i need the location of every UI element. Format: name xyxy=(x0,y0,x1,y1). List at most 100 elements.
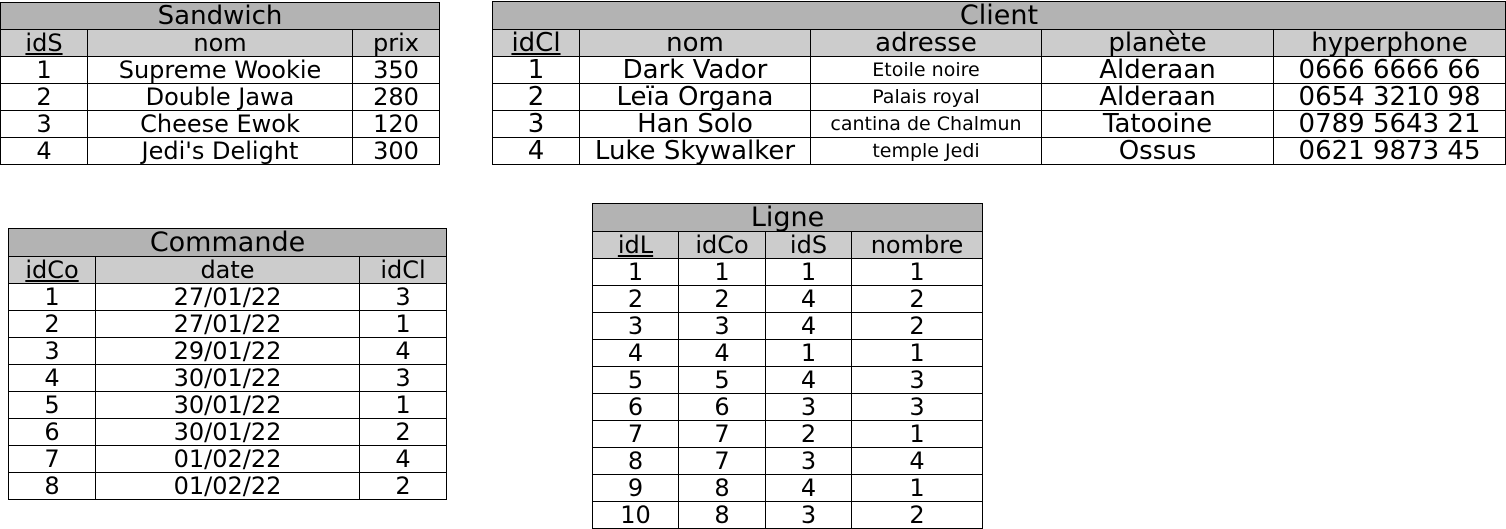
table-cell: Luke Skywalker xyxy=(579,137,811,165)
column-header: nom xyxy=(87,29,353,57)
table-cell: 27/01/22 xyxy=(95,283,360,311)
table-cell: 2 xyxy=(678,285,766,313)
table-cell: 29/01/22 xyxy=(95,337,360,365)
table-cell: cantina de Chalmun xyxy=(810,110,1042,138)
table-cell: 0621 9873 45 xyxy=(1272,137,1506,165)
table-cell: 4 xyxy=(765,366,852,394)
table-cell: Han Solo xyxy=(579,110,811,138)
column-header: nombre xyxy=(850,231,984,259)
table-cell: 4 xyxy=(765,312,852,340)
table-cell: Etoile noire xyxy=(810,56,1042,84)
table-cell: 6 xyxy=(678,393,766,421)
table-cell: 3 xyxy=(765,393,852,421)
column-header: hyperphone xyxy=(1272,29,1506,57)
table-cell: Alderaan xyxy=(1041,56,1274,84)
column-header: prix xyxy=(351,29,441,57)
table-cell: 6 xyxy=(592,393,679,421)
table-cell: 30/01/22 xyxy=(95,391,360,419)
table-cell: 3 xyxy=(358,364,448,392)
table-cell: 2 xyxy=(850,312,984,340)
table-cell: 3 xyxy=(358,283,448,311)
table-cell: Tatooine xyxy=(1041,110,1274,138)
table-cell: 350 xyxy=(351,56,441,84)
table-cell: 4 xyxy=(8,364,96,392)
table-cell: 3 xyxy=(678,312,766,340)
column-header: planète xyxy=(1041,29,1274,57)
table-cell: 4 xyxy=(492,137,580,165)
table-cell: 120 xyxy=(351,110,441,138)
table-cell: 4 xyxy=(678,339,766,367)
table-cell: Leïa Organa xyxy=(579,83,811,111)
table-cell: 30/01/22 xyxy=(95,418,360,446)
table-cell: 3 xyxy=(850,393,984,421)
client-table: Client idCl nom adresse planète hyperpho… xyxy=(491,1,1506,165)
table-cell: 0666 6666 66 xyxy=(1272,56,1506,84)
table-cell: Cheese Ewok xyxy=(87,110,353,138)
table-cell: 2 xyxy=(850,285,984,313)
table-cell: temple Jedi xyxy=(810,137,1042,165)
table-cell: Double Jawa xyxy=(87,83,353,111)
table-cell: 4 xyxy=(358,445,448,473)
table-cell: 01/02/22 xyxy=(95,472,360,500)
table-cell: 7 xyxy=(678,447,766,475)
table-title: Ligne xyxy=(591,203,984,232)
table-cell: 0654 3210 98 xyxy=(1272,83,1506,111)
table-cell: 1 xyxy=(850,339,984,367)
table-cell: 7 xyxy=(678,420,766,448)
table-cell: 1 xyxy=(492,56,580,84)
table-cell: 4 xyxy=(592,339,679,367)
column-header: idCo xyxy=(678,231,766,259)
table-cell: 8 xyxy=(678,474,766,502)
table-cell: Dark Vador xyxy=(579,56,811,84)
table-cell: 10 xyxy=(592,501,679,529)
table-cell: 5 xyxy=(678,366,766,394)
table-cell: 1 xyxy=(8,283,96,311)
table-cell: 1 xyxy=(850,258,984,286)
column-header: date xyxy=(95,256,360,284)
table-cell: 0789 5643 21 xyxy=(1272,110,1506,138)
table-cell: 3 xyxy=(0,110,88,138)
table-cell: 4 xyxy=(765,285,852,313)
table-cell: 1 xyxy=(765,258,852,286)
table-cell: 4 xyxy=(765,474,852,502)
table-cell: 1 xyxy=(850,474,984,502)
table-cell: Ossus xyxy=(1041,137,1274,165)
table-cell: 30/01/22 xyxy=(95,364,360,392)
table-cell: 6 xyxy=(8,418,96,446)
column-header: nom xyxy=(579,29,811,57)
table-cell: Alderaan xyxy=(1041,83,1274,111)
table-cell: 9 xyxy=(592,474,679,502)
table-cell: 1 xyxy=(358,310,448,338)
table-cell: 3 xyxy=(492,110,580,138)
table-cell: 3 xyxy=(8,337,96,365)
table-cell: 2 xyxy=(358,472,448,500)
table-cell: 1 xyxy=(765,339,852,367)
table-cell: 7 xyxy=(8,445,96,473)
table-cell: 1 xyxy=(850,420,984,448)
column-header: idCl xyxy=(358,256,448,284)
table-cell: 3 xyxy=(850,366,984,394)
table-cell: 3 xyxy=(765,447,852,475)
table-title: Commande xyxy=(7,228,448,257)
table-cell: Jedi's Delight xyxy=(87,137,353,165)
